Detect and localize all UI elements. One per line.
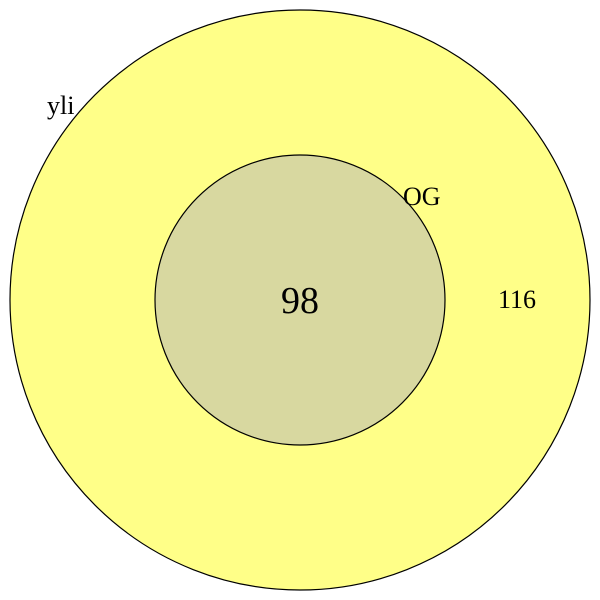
region-count-intersection: 98 <box>281 280 319 322</box>
region-count-yli-only: 116 <box>498 285 536 314</box>
set-og-circle <box>154 154 446 446</box>
set-label-yli: yli <box>47 91 74 120</box>
set-label-og: OG <box>403 182 441 211</box>
